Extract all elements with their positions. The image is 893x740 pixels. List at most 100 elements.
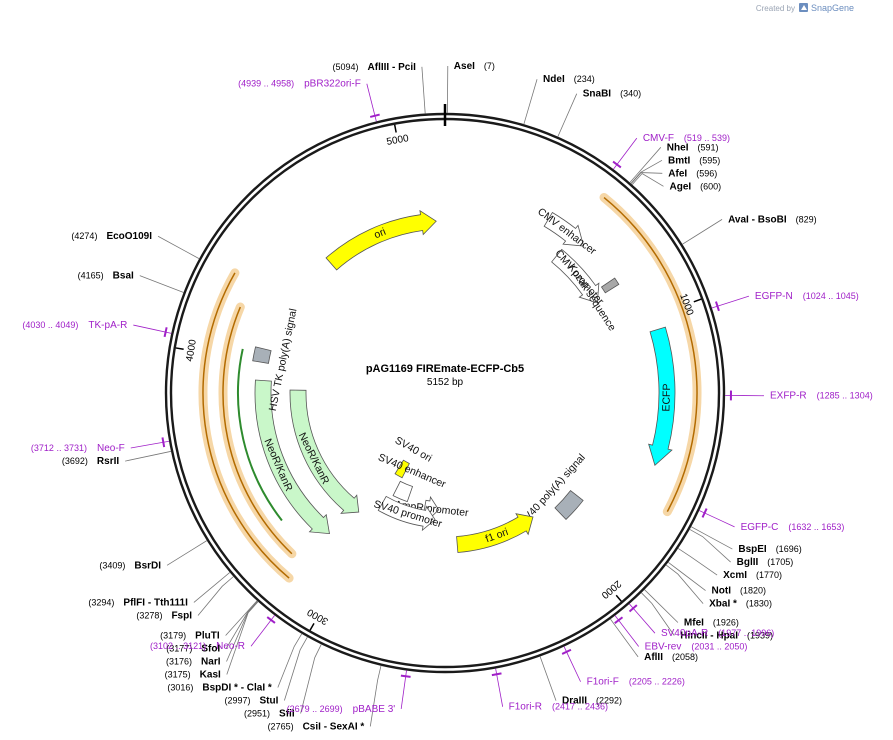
primer-name: pBR322ori-F bbox=[304, 79, 361, 90]
enzyme-callout[interactable]: (4274)EcoO109I bbox=[71, 231, 200, 260]
primer-range: (2679 .. 2699) bbox=[287, 704, 343, 714]
enzyme-callout[interactable]: MfeI(1926) bbox=[644, 589, 739, 629]
callout-line bbox=[400, 670, 407, 710]
feature-shape bbox=[254, 379, 330, 535]
feature-shape bbox=[392, 480, 414, 503]
enzyme-pos: (3175) bbox=[165, 669, 191, 679]
enzyme-callout[interactable]: (2765)CsiI - SexAI * bbox=[268, 665, 382, 733]
enzyme-name: BsaI bbox=[113, 271, 134, 282]
callout-text: (3175)KasI bbox=[165, 669, 221, 680]
enzyme-callout[interactable]: (3409)BsrDI bbox=[99, 540, 208, 572]
primer-name: EXFP-R bbox=[770, 391, 807, 402]
enzyme-callout[interactable]: NheI(591) bbox=[629, 142, 719, 183]
tick-label: 3000 bbox=[305, 606, 330, 627]
feature-kozak-sequence[interactable]: Kozak sequence bbox=[566, 262, 620, 334]
primer-callout[interactable]: (3712 .. 3731)Neo-F bbox=[31, 437, 170, 454]
feature-cmv-enhancer[interactable]: CMV enhancer bbox=[535, 206, 599, 258]
enzyme-name: BsrDI bbox=[134, 560, 161, 571]
primer-callout[interactable]: EXFP-R (1285 .. 1304) bbox=[724, 390, 873, 402]
enzyme-name: DraIII bbox=[562, 696, 587, 707]
primer-callout[interactable]: (4030 .. 4049)TK-pA-R bbox=[22, 320, 172, 338]
enzyme-name: RsrII bbox=[97, 456, 119, 467]
snapgene-logo-text: SnapGene bbox=[811, 3, 854, 13]
callout-line bbox=[644, 589, 679, 623]
callout-text: (3278)FspI bbox=[136, 610, 192, 621]
feature-sv40-enhancer[interactable]: SV40 enhancer bbox=[376, 451, 448, 503]
enzyme-callout[interactable]: AfeI(596) bbox=[630, 168, 717, 185]
enzyme-callout[interactable]: (2997)StuI bbox=[224, 636, 308, 707]
enzyme-pos: (3016) bbox=[167, 682, 193, 692]
enzyme-name: AflII bbox=[644, 652, 663, 663]
enzyme-pos: (234) bbox=[574, 74, 595, 84]
enzyme-callout[interactable]: DraIII(2292) bbox=[539, 656, 622, 707]
enzyme-callout[interactable]: (2951)SfiI bbox=[244, 644, 322, 719]
feature-shape bbox=[648, 326, 676, 467]
enzyme-callout[interactable]: (3175)KasI bbox=[165, 601, 259, 681]
callout-text: F1ori-R(2417 .. 2436) bbox=[509, 702, 608, 713]
enzyme-callout[interactable]: XbaI *(1830) bbox=[665, 564, 772, 610]
enzyme-callout[interactable]: (5094)AflIII - PciI bbox=[333, 62, 426, 114]
enzyme-callout[interactable]: (4165)BsaI bbox=[78, 271, 184, 293]
enzyme-callout[interactable]: BglII(1705) bbox=[689, 528, 794, 568]
callout-line bbox=[628, 603, 656, 634]
primer-callout[interactable]: (2679 .. 2699)pBABE 3' bbox=[287, 670, 411, 715]
callout-text: (2951)SfiI bbox=[244, 708, 295, 719]
primer-range: (1632 .. 1653) bbox=[788, 522, 844, 532]
primer-callout[interactable]: CMV-F(519 .. 539) bbox=[612, 133, 730, 170]
feature-f1-ori[interactable]: f1 ori bbox=[456, 513, 534, 553]
primer-callout[interactable]: (3102 .. 3121)Neo-R bbox=[150, 615, 276, 652]
enzyme-name: AgeI bbox=[669, 181, 691, 192]
feature-label: ori bbox=[372, 226, 387, 242]
enzyme-callout[interactable]: HincII - HpaI(1939) bbox=[641, 592, 773, 642]
enzyme-callout[interactable]: AvaI - BsoBI(829) bbox=[682, 214, 817, 245]
callout-text: XcmI(1770) bbox=[723, 570, 782, 581]
callout-line bbox=[369, 665, 382, 727]
feature-shape bbox=[456, 513, 534, 553]
primer-callout[interactable]: (4939 .. 4958)pBR322ori-F bbox=[238, 79, 380, 122]
enzyme-name: SnaBI bbox=[583, 89, 612, 100]
feature-highlight-line bbox=[202, 272, 290, 579]
enzyme-callout[interactable]: XcmI(1770) bbox=[677, 547, 782, 581]
callout-text: SnaBI(340) bbox=[583, 89, 641, 100]
primer-range: (1285 .. 1304) bbox=[817, 391, 873, 401]
callout-text: CMV-F(519 .. 539) bbox=[643, 133, 730, 144]
primer-callout[interactable]: EGFP-N(1024 .. 1045) bbox=[711, 291, 859, 312]
primer-callout[interactable]: SV40pA-R(1977 .. 1996) bbox=[628, 603, 774, 639]
enzyme-callout[interactable]: (3278)FspI bbox=[136, 576, 234, 622]
feature-ori[interactable]: ori bbox=[325, 209, 437, 271]
callout-line bbox=[366, 83, 377, 122]
primer-callout[interactable]: EGFP-C(1632 .. 1653) bbox=[698, 508, 844, 533]
enzyme-callout[interactable]: (3692)RsrII bbox=[62, 450, 172, 467]
primer-callout[interactable]: F1ori-F(2205 .. 2226) bbox=[561, 646, 685, 688]
enzyme-callout[interactable]: NdeI(234) bbox=[523, 74, 595, 125]
primer-name: F1ori-R bbox=[509, 702, 542, 713]
callout-text: (3409)BsrDI bbox=[99, 560, 161, 571]
enzyme-callout[interactable]: AseI(7) bbox=[446, 61, 495, 114]
enzyme-callout[interactable]: SnaBI(340) bbox=[557, 89, 641, 137]
callout-text: (2765)CsiI - SexAI * bbox=[268, 721, 365, 732]
enzyme-callout[interactable]: AflII(2058) bbox=[610, 618, 698, 663]
callout-line bbox=[557, 93, 578, 137]
callout-text: BmtI(595) bbox=[668, 155, 720, 166]
primer-callout[interactable]: F1ori-R(2417 .. 2436) bbox=[491, 668, 608, 713]
enzyme-callout[interactable]: BspEI(1696) bbox=[690, 526, 802, 555]
enzyme-name: HincII - HpaI bbox=[680, 631, 738, 642]
plasmid-size: 5152 bp bbox=[427, 377, 464, 388]
primer-name: EGFP-N bbox=[755, 291, 793, 302]
feature-ecfp[interactable]: ECFP bbox=[648, 326, 676, 467]
primer-callout[interactable]: EBV-rev(2031 .. 2050) bbox=[614, 615, 748, 652]
callout-line bbox=[563, 646, 581, 682]
feature-label: ECFP bbox=[660, 383, 673, 411]
enzyme-callout[interactable]: AgeI(600) bbox=[631, 173, 721, 193]
enzyme-callout[interactable]: (3179)PluTI bbox=[160, 600, 258, 642]
enzyme-callout[interactable]: (3294)PflFI - Tth111I bbox=[88, 572, 231, 608]
enzyme-name: XbaI * bbox=[709, 599, 737, 610]
callout-line bbox=[667, 561, 706, 591]
snapgene-watermark: Created by SnapGene bbox=[756, 3, 854, 13]
neo-green-line bbox=[237, 348, 283, 522]
enzyme-callout[interactable]: NotI(1820) bbox=[667, 561, 766, 597]
feature-label: CMV enhancer bbox=[535, 206, 599, 258]
callout-text: (3712 .. 3731)Neo-F bbox=[31, 443, 125, 454]
callout-line bbox=[539, 656, 557, 701]
enzyme-callout[interactable]: (3016)BspDI * - ClaI * bbox=[167, 633, 303, 694]
